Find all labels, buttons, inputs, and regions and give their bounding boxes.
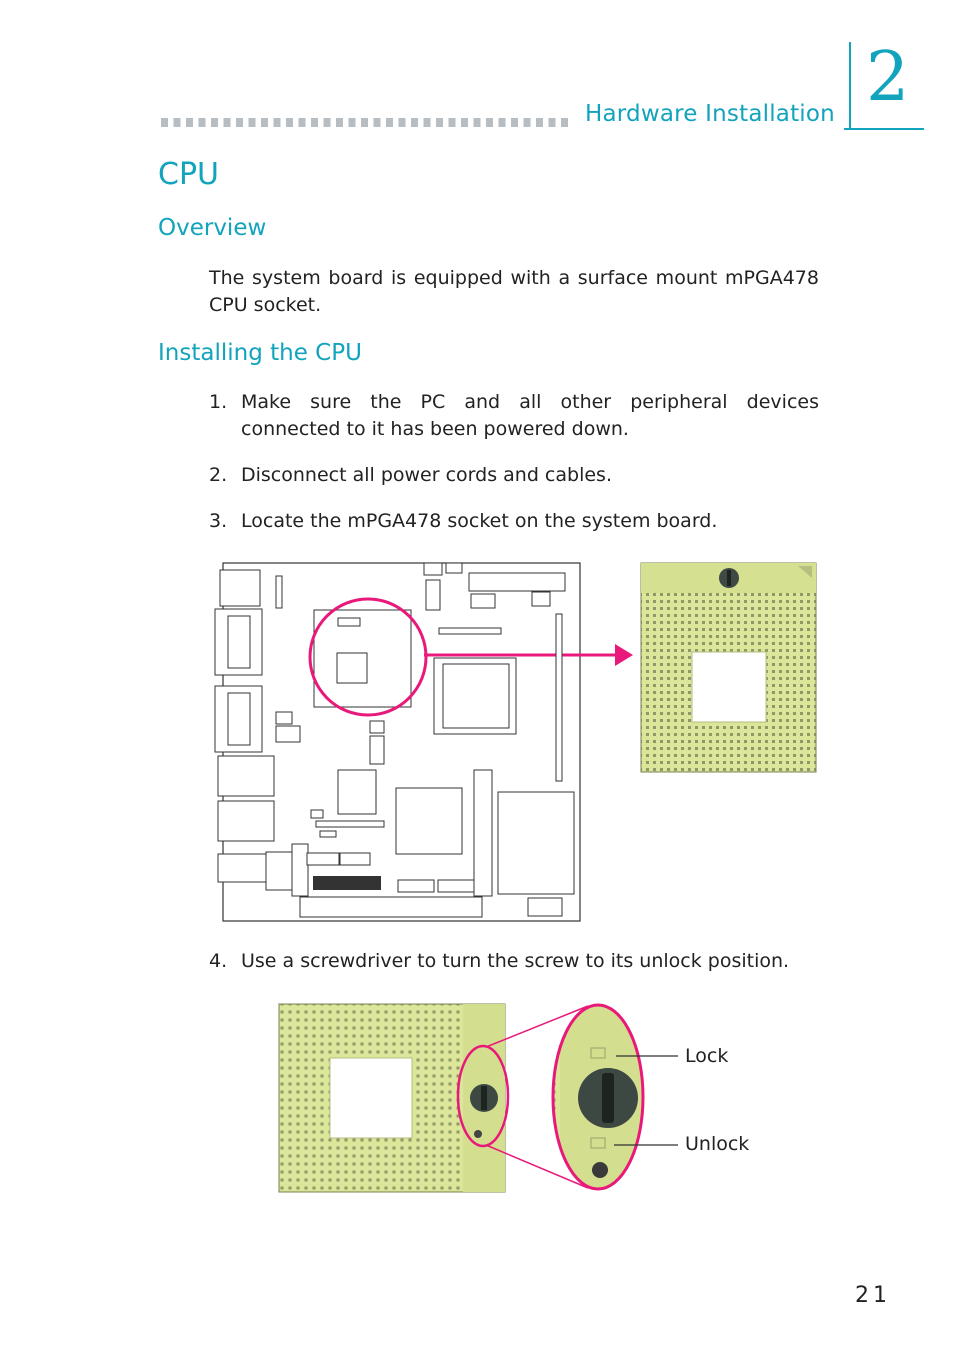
- step-text: Disconnect all power cords and cables.: [241, 464, 612, 486]
- chapter-marker-line: [849, 42, 851, 130]
- motherboard-diagram: [214, 562, 817, 922]
- step-3: 3. Locate the mPGA478 socket on the syst…: [209, 508, 819, 535]
- arrow-head: [615, 644, 633, 666]
- page-title: CPU: [158, 157, 219, 192]
- overview-heading: Overview: [158, 215, 267, 241]
- unlock-label: Unlock: [685, 1133, 750, 1155]
- lock-label: Lock: [685, 1045, 729, 1067]
- step-text: Use a screwdriver to turn the screw to i…: [241, 950, 790, 972]
- step-number: 3.: [209, 510, 228, 532]
- step-text: Make sure the PC and all other periphera…: [241, 391, 819, 440]
- section-title: Hardware Installation: [585, 101, 835, 127]
- chapter-marker-underline: [844, 128, 924, 130]
- screw-zoom-ellipse: [551, 1003, 645, 1191]
- screw-highlight-small: [456, 1044, 510, 1148]
- header-dot-rule: [161, 118, 571, 127]
- step-number: 4.: [209, 950, 228, 972]
- step-2: 2. Disconnect all power cords and cables…: [209, 462, 819, 489]
- step-1: 1. Make sure the PC and all other periph…: [209, 389, 819, 443]
- socket-closeup-photo: [640, 562, 817, 773]
- page-number: 21: [855, 1283, 891, 1308]
- step-number: 1.: [209, 391, 228, 413]
- step-number: 2.: [209, 464, 228, 486]
- install-heading: Installing the CPU: [158, 340, 362, 366]
- chapter-number: 2: [866, 38, 910, 117]
- socket-screw-diagram: [278, 1003, 678, 1193]
- overview-text: The system board is equipped with a surf…: [209, 267, 819, 316]
- socket-highlight-circle: [308, 597, 428, 717]
- step-text: Locate the mPGA478 socket on the system …: [241, 510, 718, 532]
- screw-zoom-photo: [553, 1005, 643, 1189]
- step-4: 4. Use a screwdriver to turn the screw t…: [209, 948, 819, 975]
